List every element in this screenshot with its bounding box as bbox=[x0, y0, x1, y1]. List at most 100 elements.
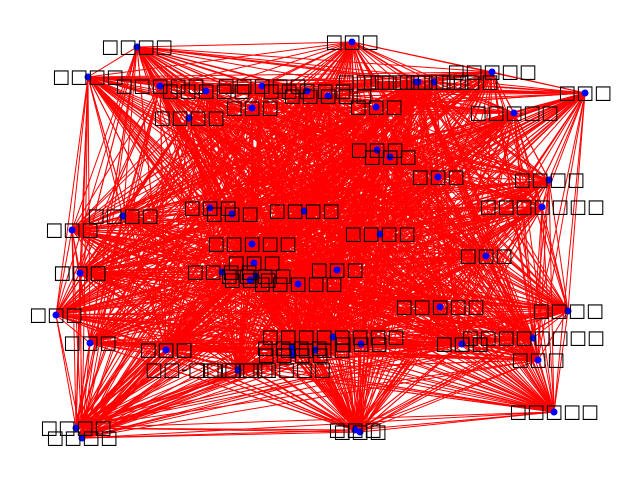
edge bbox=[389, 156, 555, 413]
edge bbox=[55, 210, 305, 316]
edge bbox=[79, 272, 83, 439]
edge bbox=[359, 81, 435, 433]
edge bbox=[417, 81, 441, 308]
node-dot bbox=[510, 109, 518, 117]
edge bbox=[433, 81, 555, 413]
edge bbox=[251, 81, 435, 109]
node-dot bbox=[206, 204, 214, 212]
edge bbox=[513, 112, 569, 312]
node-label: □□□ bbox=[53, 262, 107, 284]
node-dot bbox=[373, 146, 381, 154]
edge bbox=[55, 314, 293, 349]
node-dot bbox=[348, 38, 356, 46]
edge bbox=[221, 81, 419, 273]
edge bbox=[89, 342, 167, 351]
node-label: □□□□□ bbox=[161, 80, 251, 102]
edge bbox=[253, 262, 338, 271]
edge bbox=[237, 347, 293, 371]
node-dot bbox=[133, 43, 141, 51]
edge bbox=[136, 41, 353, 48]
edge bbox=[251, 206, 543, 245]
edge bbox=[71, 76, 89, 231]
edge bbox=[359, 343, 362, 433]
edge bbox=[79, 213, 233, 274]
edge bbox=[75, 207, 211, 429]
edge bbox=[379, 81, 435, 235]
node-label: □□□□ bbox=[46, 427, 118, 449]
node-label: □□□□□□□ bbox=[479, 196, 605, 218]
edge bbox=[548, 179, 555, 413]
edge bbox=[359, 81, 419, 433]
node-label: □□□□□□ bbox=[362, 71, 470, 93]
edge bbox=[237, 359, 539, 371]
edge bbox=[122, 215, 223, 273]
edge bbox=[87, 46, 138, 78]
edge bbox=[55, 76, 89, 316]
node-label: □□□□ bbox=[202, 359, 274, 381]
edge bbox=[291, 343, 463, 349]
edge bbox=[292, 354, 555, 413]
edge bbox=[336, 269, 539, 361]
edge bbox=[297, 81, 419, 285]
edge bbox=[237, 81, 435, 371]
edge bbox=[79, 272, 569, 312]
node-label: □□□□ bbox=[279, 339, 351, 361]
node-label: □□□ bbox=[205, 203, 259, 225]
edge bbox=[79, 272, 356, 431]
edge bbox=[513, 112, 550, 181]
node-label: □□□□□ bbox=[509, 401, 599, 423]
node-label: □□□□ bbox=[513, 169, 585, 191]
edge bbox=[159, 85, 211, 209]
edge bbox=[71, 229, 81, 274]
edge bbox=[87, 76, 435, 83]
edge bbox=[303, 210, 381, 235]
edge bbox=[221, 271, 293, 349]
edge bbox=[81, 343, 463, 439]
edge bbox=[71, 107, 253, 231]
edge bbox=[79, 272, 463, 345]
edge bbox=[89, 81, 419, 344]
node-label: □□□ bbox=[333, 421, 387, 443]
edge bbox=[231, 81, 435, 215]
edge bbox=[303, 210, 487, 257]
node-dot bbox=[300, 207, 308, 215]
edge bbox=[221, 271, 569, 312]
node-label: □□□□□ bbox=[115, 75, 205, 97]
edge bbox=[71, 229, 77, 429]
edge bbox=[81, 349, 167, 439]
edge bbox=[567, 92, 586, 312]
edge bbox=[81, 76, 89, 439]
node-dot bbox=[581, 89, 589, 97]
node-layer bbox=[52, 38, 589, 442]
edge bbox=[251, 90, 308, 109]
edge bbox=[379, 233, 487, 257]
edge bbox=[485, 206, 543, 257]
edge bbox=[291, 81, 419, 349]
node-dot bbox=[436, 303, 444, 311]
edge bbox=[71, 90, 207, 231]
edge bbox=[122, 215, 356, 431]
edge bbox=[71, 117, 190, 231]
edge bbox=[417, 81, 555, 413]
edge bbox=[537, 206, 543, 361]
edge bbox=[433, 81, 550, 181]
edge bbox=[165, 107, 253, 351]
edge bbox=[359, 343, 463, 433]
edge bbox=[433, 71, 493, 83]
node-label: □□□ bbox=[45, 219, 99, 241]
node-dot bbox=[246, 276, 254, 284]
edge bbox=[221, 206, 543, 273]
node-label: □□□□ bbox=[532, 300, 604, 322]
edge bbox=[71, 207, 211, 231]
node-label: □□□ bbox=[53, 262, 107, 284]
edge bbox=[79, 76, 89, 274]
node-dot bbox=[430, 78, 438, 86]
node-dot bbox=[303, 87, 311, 95]
edge bbox=[485, 255, 569, 312]
node-label: □□□ bbox=[363, 146, 417, 168]
node-label: □□□□□ bbox=[469, 102, 559, 124]
node-dot bbox=[538, 203, 546, 211]
edge bbox=[221, 262, 255, 273]
node-dot bbox=[434, 173, 442, 181]
edge bbox=[237, 275, 257, 371]
